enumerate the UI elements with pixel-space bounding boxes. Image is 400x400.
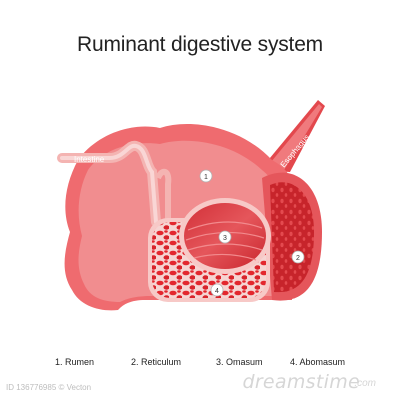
legend-item-omasum: 3. Omasum <box>216 357 263 367</box>
marker-1: 1 <box>204 174 208 181</box>
marker-3: 3 <box>223 235 227 242</box>
marker-circle-2 <box>291 250 305 264</box>
diagram-title: Ruminant digestive system <box>77 33 323 56</box>
intestine-tube-inner <box>60 143 158 224</box>
abomasum-inner <box>270 182 314 293</box>
marker-circle-1 <box>199 169 213 183</box>
second-tube <box>155 168 172 222</box>
marker-4: 4 <box>215 288 219 295</box>
marker-circle-3 <box>218 230 232 244</box>
legend-item-abomasum: 4. Abomasum <box>290 357 346 367</box>
legend-item-rumen: 1. Rumen <box>55 357 95 367</box>
watermark-tld: .com <box>354 378 376 389</box>
marker-2: 2 <box>296 255 300 262</box>
esophagus-tube-inner <box>266 104 322 170</box>
watermark-logo: dreamstime <box>242 371 360 393</box>
watermark-id: ID 136776985 © Vecton <box>6 383 92 392</box>
legend-item-reticulum: 2. Reticulum <box>131 357 182 367</box>
intestine-label: Intestine <box>74 155 105 164</box>
marker-circle-4 <box>210 283 224 297</box>
